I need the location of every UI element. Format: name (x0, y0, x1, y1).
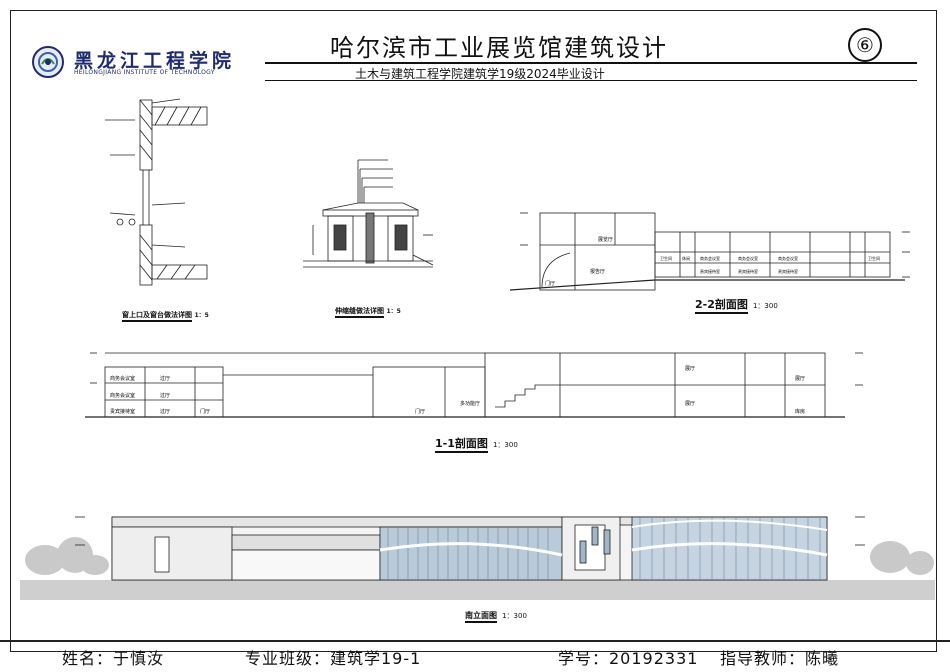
logo-name-cn: 黑龙江工程学院 (74, 50, 236, 72)
room-label: 过厅 (160, 392, 170, 399)
footer-rule (0, 640, 950, 642)
south-elevation-drawing (20, 516, 935, 600)
room-label: 展厅 (795, 376, 805, 382)
room-label: 过厅 (160, 408, 170, 415)
student-class: 专业班级：建筑学19-1 (245, 649, 422, 668)
sheet-number: ⑥ (848, 28, 882, 62)
page-subtitle: 土木与建筑工程学院建筑学19级2024毕业设计 (355, 67, 605, 81)
room-label: 商务会议室 (700, 255, 720, 261)
room-label: 贵宾接待室 (700, 268, 720, 274)
section-2-2-drawing: 展览厅 报告厅 门厅 商务会议室 商务会议室 商务会议室 贵宾接待室 贵宾接待室… (510, 212, 910, 291)
logo-name-en: HEILONGJIANG INSTITUTE OF TECHNOLOGY (74, 69, 215, 76)
tree-icon (870, 541, 934, 575)
room-label: 贵宾接待室 (778, 268, 798, 274)
student-id: 学号：20192331 (558, 649, 699, 668)
room-label: 商务会议室 (738, 255, 758, 261)
school-logo (32, 46, 64, 78)
room-label: 门厅 (200, 408, 210, 415)
room-label: 卫生间 (660, 255, 672, 261)
room-label: 商务会议室 (110, 375, 135, 382)
section-2-2-title: 2-2剖面图 1：300 (695, 293, 778, 314)
room-label: 展厅 (685, 401, 695, 407)
south-elevation-title: 南立面图 1：300 (465, 603, 527, 623)
section-1-1-title: 1-1剖面图 1：300 (435, 432, 518, 453)
room-label: 商务会议室 (778, 255, 798, 261)
room-label: 库房 (795, 408, 805, 415)
room-label: 报告厅 (590, 268, 605, 275)
page-title: 哈尔滨市工业展览馆建筑设计 (330, 34, 668, 62)
tree-icon (25, 537, 109, 575)
advisor-name: 指导教师：陈曦 (720, 649, 840, 668)
window-detail-drawing (105, 98, 208, 286)
joint-detail-drawing (303, 159, 434, 268)
room-label: 休闲 (682, 255, 690, 261)
room-label: 展览厅 (598, 236, 613, 243)
room-label: 门厅 (545, 280, 555, 287)
joint-detail-caption: 伸缩缝做法详图 1：5 (335, 306, 401, 318)
room-label: 贵宾接待室 (110, 408, 135, 415)
room-label: 卫生间 (868, 255, 880, 261)
room-label: 过厅 (160, 375, 170, 382)
room-label: 贵宾接待室 (738, 268, 758, 274)
room-label: 展厅 (685, 366, 695, 372)
drawing-frame (10, 10, 937, 652)
room-label: 商务会议室 (110, 392, 135, 399)
subtitle-rule (265, 80, 917, 81)
student-name: 姓名：于慎汝 (62, 649, 165, 668)
room-label: 多功能厅 (460, 400, 480, 407)
logo-emblem-icon (32, 46, 64, 78)
room-label: 门厅 (415, 408, 425, 415)
section-1-1-drawing: 商务会议室 商务会议室 贵宾接待室 过厅 过厅 过厅 门厅 门厅 多功能厅 展厅… (85, 352, 863, 418)
window-detail-caption: 窗上口及窗台做法详图 1：5 (122, 310, 209, 322)
title-rule (265, 62, 917, 64)
